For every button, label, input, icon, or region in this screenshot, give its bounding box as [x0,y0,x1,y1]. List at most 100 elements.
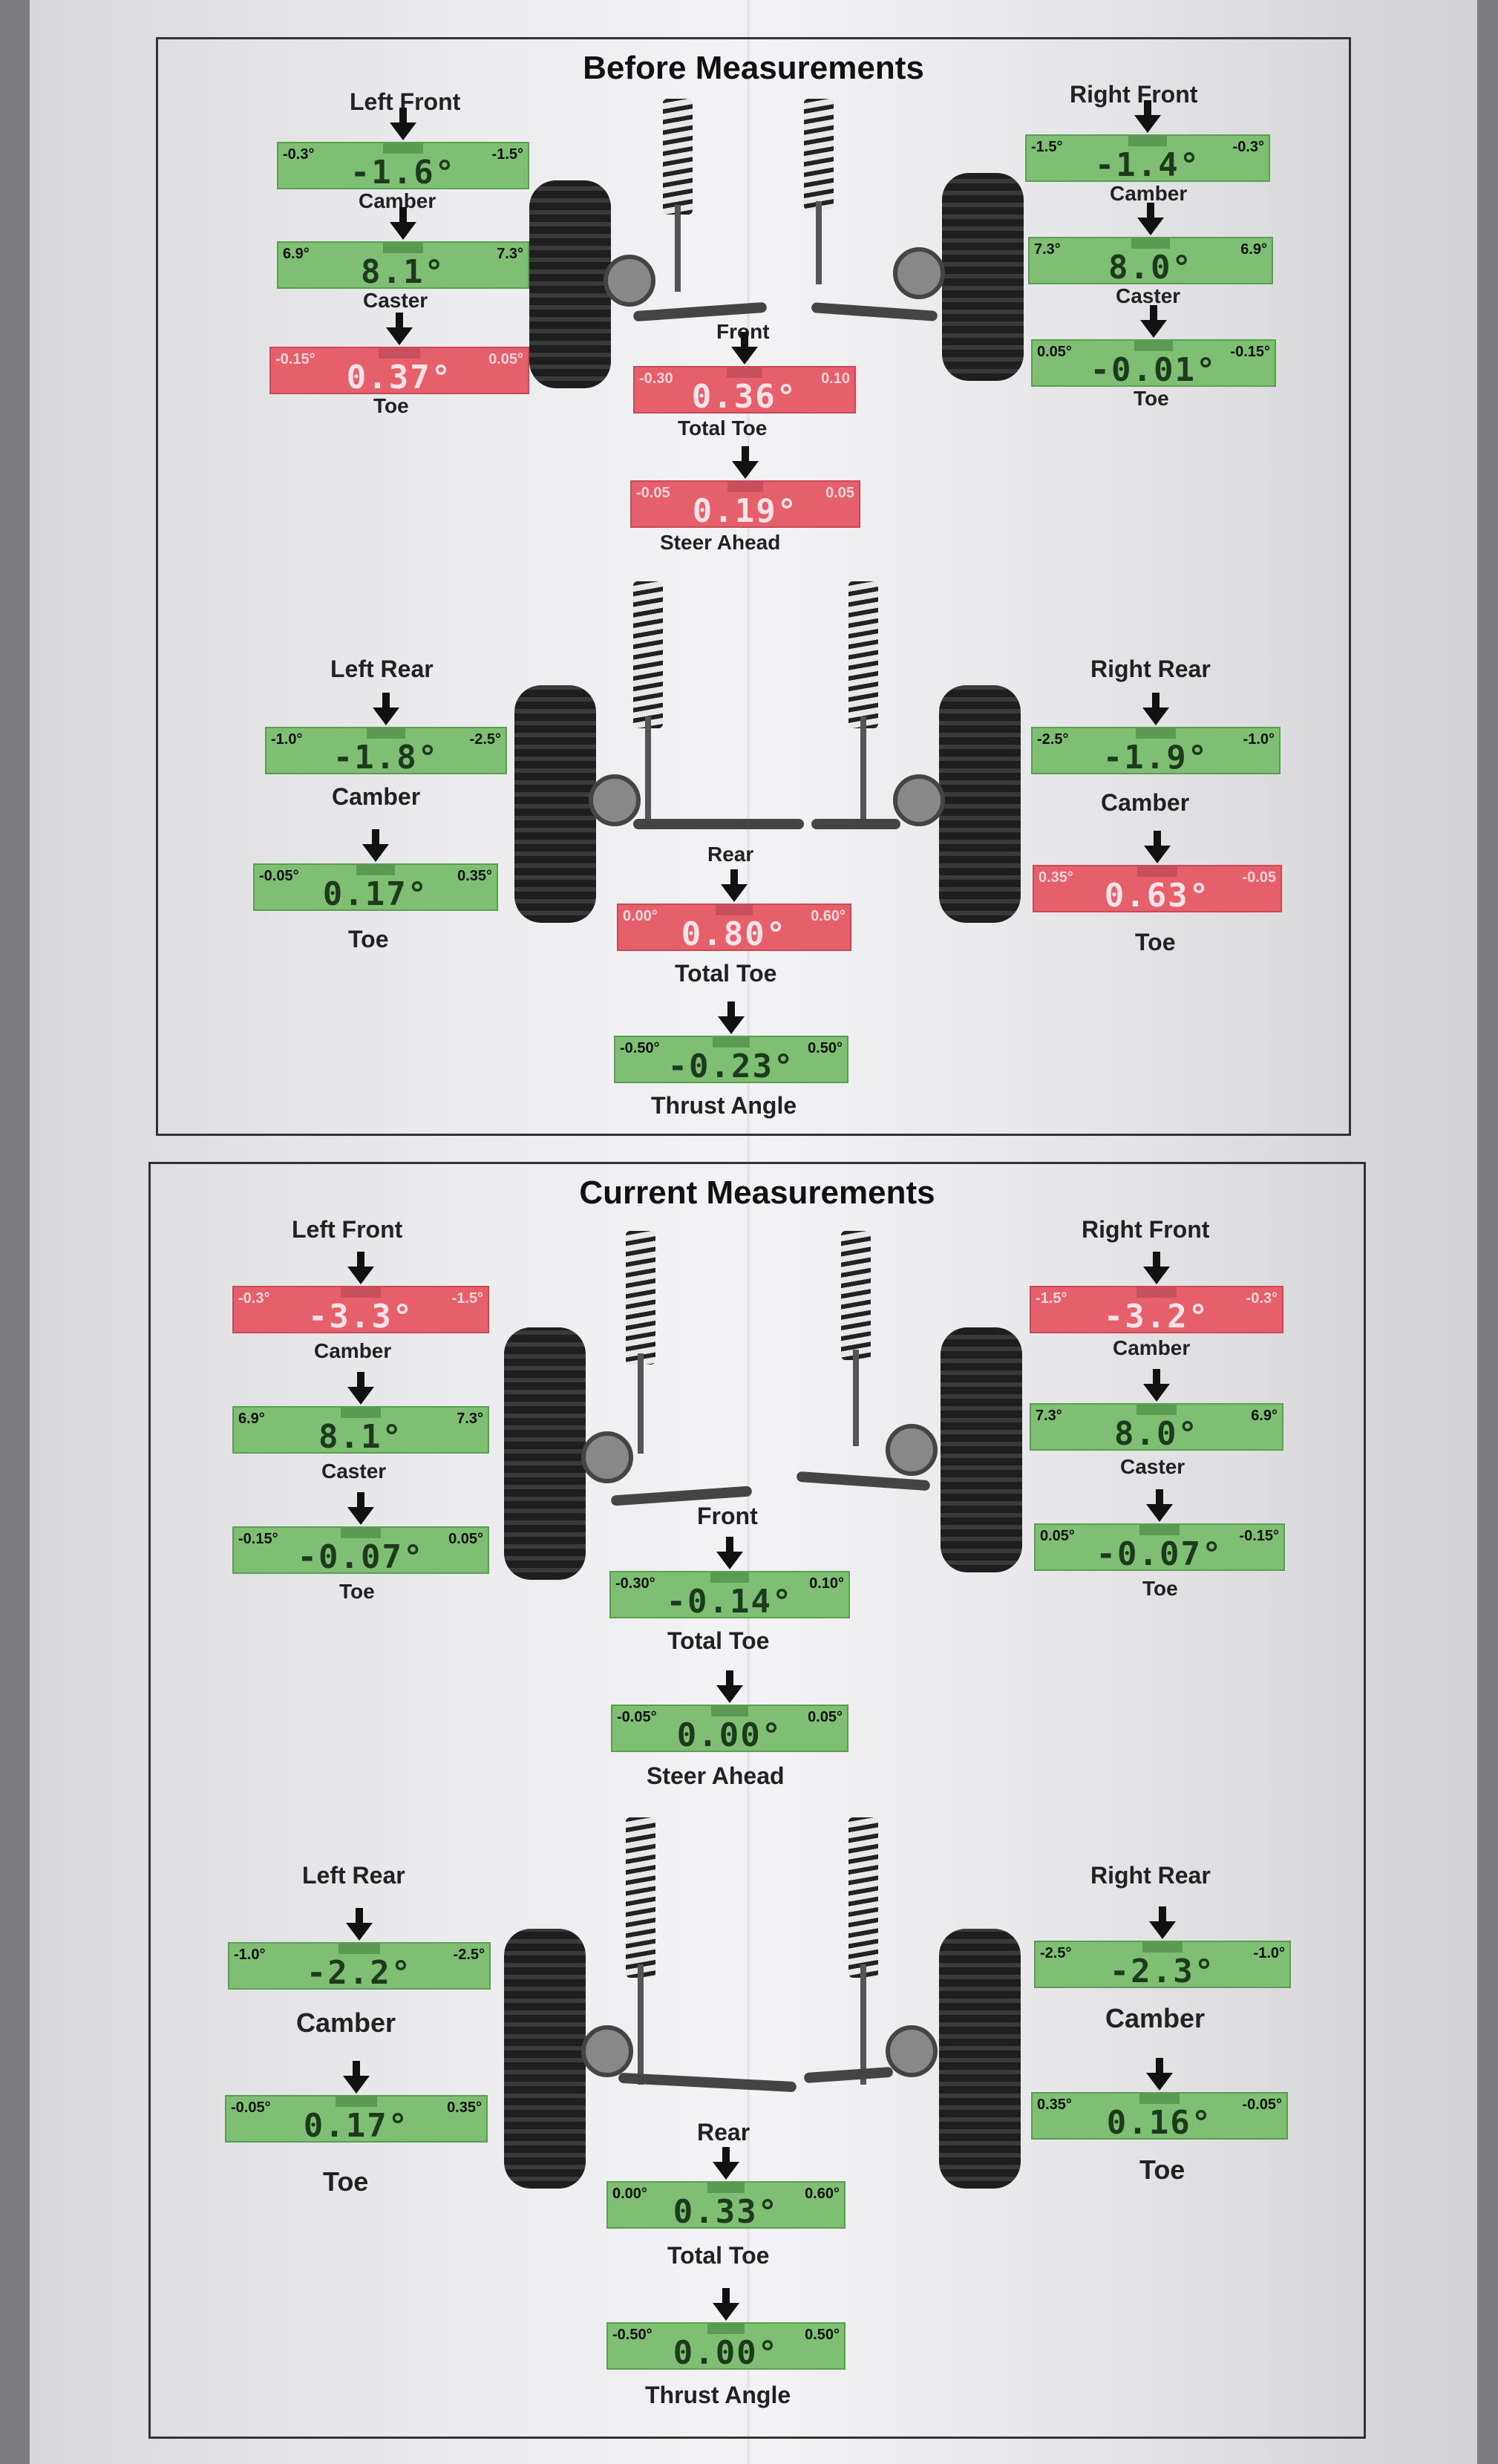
gauge-notch [340,1408,382,1418]
right-front-heading: Right Front [1082,1216,1210,1243]
lr-camber-label: Camber [296,2007,396,2038]
measured-value: 0.16° [1106,2104,1213,2142]
tolerance-max: 0.60° [805,2186,840,2202]
lr-camber-gauge: -1.0°-2.5°-1.8° [265,727,507,777]
front-left-control-arm [632,301,768,322]
measured-value: -0.01° [1090,351,1217,389]
gauge-notch [1128,136,1168,146]
front-left-tire [529,180,611,388]
tolerance-max: 0.10 [821,370,850,387]
tolerance-min: -1.0° [271,731,303,748]
measured-value: -2.2° [306,1954,413,1992]
tolerance-max: -0.3° [1232,139,1264,155]
tolerance-max: -1.0° [1253,1945,1285,1961]
fold-crease [746,0,750,2464]
gauge-notch [1131,238,1171,249]
measured-value: -0.23° [667,1048,795,1085]
gauge-notch [1139,1525,1180,1535]
tolerance-min: -0.15° [275,351,315,367]
tolerance-max: -0.05 [1242,869,1276,886]
rear-left-link [618,2072,797,2093]
tolerance-min: -0.05 [636,485,670,501]
rear-left-strut [618,1817,663,2085]
front-left-hub [604,255,655,307]
tolerance-min: -1.5° [1036,1290,1067,1307]
gauge-notch [383,143,423,154]
pointer-arrow-icon [347,1492,374,1525]
rear-axle-heading: Rear [707,843,754,866]
pointer-arrow-icon [713,2147,739,2180]
rear-left-strut [626,581,670,826]
tolerance-min: 0.35° [1039,869,1073,886]
tolerance-max: 0.05 [825,485,854,501]
front-axle-heading: Front [697,1503,758,1529]
rf-toe-gauge: 0.05°-0.15°-0.01° [1031,339,1276,389]
rear-axle-heading: Rear [697,2119,750,2146]
gauge-notch [707,2324,745,2334]
tolerance-min: -0.50° [612,2327,652,2343]
rf-camber-label: Camber [1113,1336,1191,1359]
rf-camber-label: Camber [1110,182,1188,205]
pointer-arrow-icon [1137,203,1164,235]
lf-toe-gauge: -0.15°0.05°0.37° [269,347,529,396]
tolerance-max: -0.15° [1239,1528,1279,1544]
gauge-notch [356,865,396,875]
measured-value: 0.17° [303,2107,410,2145]
rear-left-tire [514,685,596,923]
front-total-toe-gauge: -0.30°0.10°-0.14° [609,1571,850,1621]
pointer-arrow-icon [362,829,389,862]
measured-value: 0.37° [346,359,453,396]
tolerance-min: -0.05° [259,868,299,884]
pointer-arrow-icon [346,1908,373,1941]
gauge-notch [1139,2094,1180,2104]
tolerance-max: 0.35° [457,868,492,884]
tolerance-min: 0.05° [1040,1528,1075,1544]
rr-camber-gauge: -2.5°-1.0°-2.3° [1034,1941,1291,1990]
measured-value: -1.6° [350,154,457,192]
measured-value: -2.3° [1109,1952,1216,1990]
pointer-arrow-icon [718,1001,745,1034]
tolerance-min: -0.30° [615,1575,655,1592]
rear-left-hub [581,2025,633,2077]
gauge-notch [338,1944,380,1954]
rf-toe-label: Toe [1142,1577,1178,1600]
gauge-notch [710,1706,749,1716]
rr-toe-label: Toe [1139,2154,1185,2185]
gauge-notch [727,367,762,378]
gauge-notch [713,1037,750,1048]
tolerance-max: -0.3° [1246,1290,1278,1307]
tolerance-max: -0.15° [1230,344,1270,360]
rf-caster-label: Caster [1120,1455,1185,1478]
measured-value: 8.1° [318,1418,403,1456]
lr-camber-label: Camber [332,783,421,810]
front-right-strut [834,1231,878,1446]
measured-value: 8.1° [361,253,445,291]
tolerance-min: 0.35° [1037,2097,1072,2113]
gauge-notch [716,905,753,915]
tolerance-max: 7.3° [457,1411,483,1427]
measured-value: -3.2° [1103,1298,1210,1336]
lf-toe-gauge: -0.15°0.05°-0.07° [232,1526,489,1576]
pointer-arrow-icon [716,1537,743,1569]
gauge-notch [383,243,423,253]
tolerance-max: 0.10° [809,1575,844,1592]
rr-toe-label: Toe [1135,929,1176,955]
left-rear-heading: Left Rear [330,656,434,682]
lr-toe-label: Toe [348,926,389,952]
gauge-notch [727,482,764,492]
front-right-tire [942,173,1024,381]
gauge-notch [1136,1287,1177,1298]
front-left-strut [618,1231,663,1454]
tolerance-max: -2.5° [469,731,501,748]
tolerance-min: 6.9° [283,246,310,262]
rear-right-hub [886,2025,938,2077]
tolerance-max: -2.5° [453,1947,485,1963]
tolerance-max: -1.5° [491,146,523,163]
pointer-arrow-icon [732,446,759,479]
tolerance-min: 7.3° [1036,1408,1062,1424]
left-front-heading: Left Front [292,1216,403,1243]
lf-toe-label: Toe [339,1580,375,1603]
